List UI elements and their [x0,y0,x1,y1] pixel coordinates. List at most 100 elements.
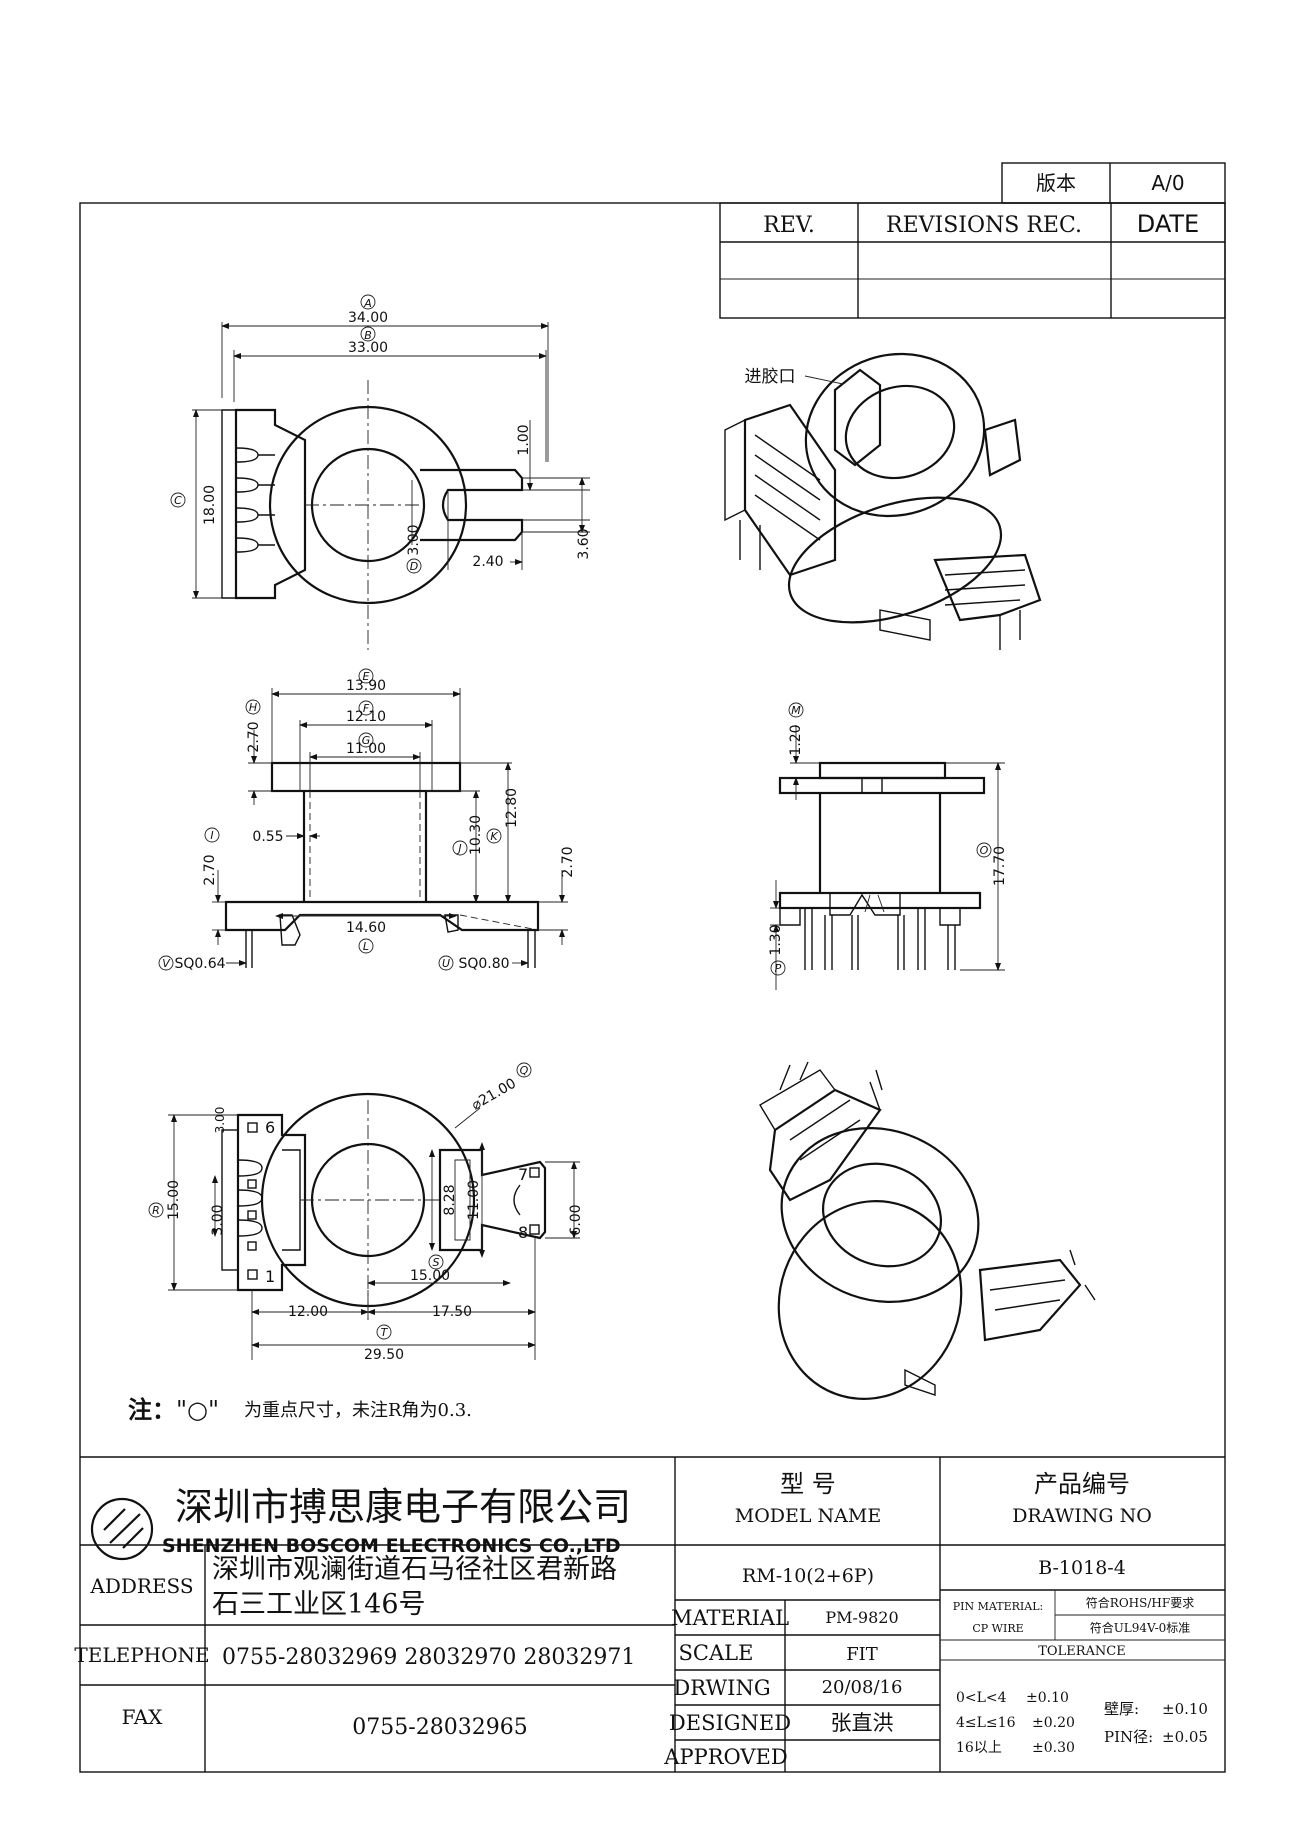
callout-G: G [362,734,371,747]
version-label: 版本 [1036,171,1076,195]
company-name-cn: 深圳市搏思康电子有限公司 [175,1485,631,1529]
note: 注： "○" 为重点尺寸，未注R角为0.3. [128,1395,472,1424]
fax-value: 0755-28032965 [352,1715,527,1740]
fax-label: FAX [122,1705,164,1729]
drawing-label: DRWING [673,1676,770,1700]
iso-view-top: 进胶口 [724,352,1042,650]
version-box: 版本 A/0 [1001,162,1226,204]
callout-U: U [442,957,450,970]
rev-header: REV. [763,213,815,238]
dim-17-50: 17.50 [432,1304,472,1320]
pin-1: 1 [265,1267,275,1286]
callout-M: M [791,704,801,717]
callout-T: T [381,1326,389,1339]
callout-B: B [364,329,372,342]
side-view: 1.20 M 17.70 O 1.30 P [768,702,1008,990]
dim-1-00: 1.00 [516,424,532,455]
callout-P: P [775,962,782,975]
telephone-label: TELEPHONE [74,1643,209,1667]
dim-P: 1.30 [768,924,784,955]
scale-value: FIT [846,1644,878,1665]
dim-V: SQ0.64 [174,956,225,972]
material-value: PM-9820 [825,1608,898,1627]
title-block: 深圳市搏思康电子有限公司 SHENZHEN BOSCOM ELECTRONICS… [74,1456,1225,1772]
sheet-border [79,202,1226,1773]
dim-L: 14.60 [346,920,386,936]
front-view: E 13.90 F 12.10 G 11.00 2.70 H 0.55 2.70… [158,668,576,972]
pin-7: 7 [518,1165,528,1184]
dim-12-00: 12.00 [288,1304,328,1320]
note-text: 为重点尺寸，未注R角为0.3. [244,1400,472,1421]
dim-A: 34.00 [348,310,388,326]
dim-S: 15.00 [410,1268,450,1284]
callout-F: F [363,702,370,715]
wall-label: 壁厚: [1104,1700,1139,1718]
callout-O: O [980,844,989,857]
tol1-range: 0<L<4 [956,1690,1007,1706]
revisions-rec-header: REVISIONS REC. [886,213,1082,238]
model-value: RM-10(2+6P) [742,1565,874,1587]
address-line2: 石三工业区146号 [212,1589,426,1620]
dim-H: 2.70 [246,721,262,752]
callout-A: A [363,297,372,310]
dim-top-partial: 3.00 [213,1107,227,1134]
iso-view-bottom [759,1061,1096,1400]
tol3-range: 16以上 [956,1740,1002,1756]
dim-8-28: 8.28 [442,1184,458,1215]
callout-K: K [490,830,498,843]
dim-D: 3.00 [406,524,422,555]
drawing-no-label-en: DRAWING NO [1012,1505,1152,1527]
dim-0-55: 0.55 [252,829,283,845]
company-logo [90,1497,154,1561]
dim-3-00: 3.00 [210,1204,226,1235]
address-label: ADDRESS [89,1574,193,1598]
revision-table: REV. REVISIONS REC. DATE [719,202,1226,319]
dim-K: 12.80 [504,788,520,828]
note-quote: "○" [176,1396,219,1424]
version-value: A/0 [1151,171,1184,195]
pin-material-value: 符合ROHS/HF要求 [1086,1595,1194,1610]
dim-B: 33.00 [348,340,388,356]
dim-11-00: 11.00 [466,1180,482,1220]
drawing-no-label-cn: 产品编号 [1034,1470,1130,1498]
dim-3-60: 3.60 [576,528,592,559]
material-label: MATERIAL [671,1606,789,1630]
callout-J: J [456,842,461,855]
pin-8: 8 [518,1223,528,1242]
dim-C: 18.00 [202,485,218,525]
dim-Q: ⌀21.00 [469,1075,519,1113]
dim-2-70-right: 2.70 [560,846,576,877]
pin-6: 6 [265,1118,275,1137]
bottom-view: 6 1 7 8 ⌀21.00 Q 15.00 R 3.00 3.00 8.28 … [148,1062,584,1363]
dim-T: 29.50 [364,1347,404,1363]
dim-2-40: 2.40 [472,554,503,570]
dim-R: 15.00 [166,1180,182,1220]
tol3-value: ±0.30 [1032,1740,1075,1756]
cp-wire-label: CP WIRE [972,1622,1023,1635]
model-label-en: MODEL NAME [735,1505,881,1527]
dim-G: 11.00 [346,741,386,757]
callout-H: H [249,701,257,714]
wall-value: ±0.10 [1162,1700,1208,1718]
model-label-cn: 型 号 [780,1470,836,1498]
dim-I: 2.70 [202,854,218,885]
callout-C: C [174,494,182,507]
dim-O: 17.70 [992,846,1008,886]
callout-S: S [433,1256,440,1269]
address-line1: 深圳市观澜街道石马径社区君新路 [212,1554,617,1585]
gate-label: 进胶口 [745,367,796,387]
callout-I: I [210,829,213,842]
dim-F: 12.10 [346,709,386,725]
designed-value: 张直洪 [831,1711,894,1735]
dim-E: 13.90 [346,678,386,694]
callout-Q: Q [520,1064,529,1077]
dim-M: 1.20 [788,724,804,755]
callout-D: D [410,560,418,573]
callout-V: V [162,957,171,970]
callout-E: E [363,670,370,683]
approved-label: APPROVED [663,1745,787,1769]
pin-dia-label: PIN径: [1104,1728,1153,1746]
tol2-range: 4≤L≤16 [956,1715,1016,1731]
note-prefix: 注： [128,1395,176,1424]
